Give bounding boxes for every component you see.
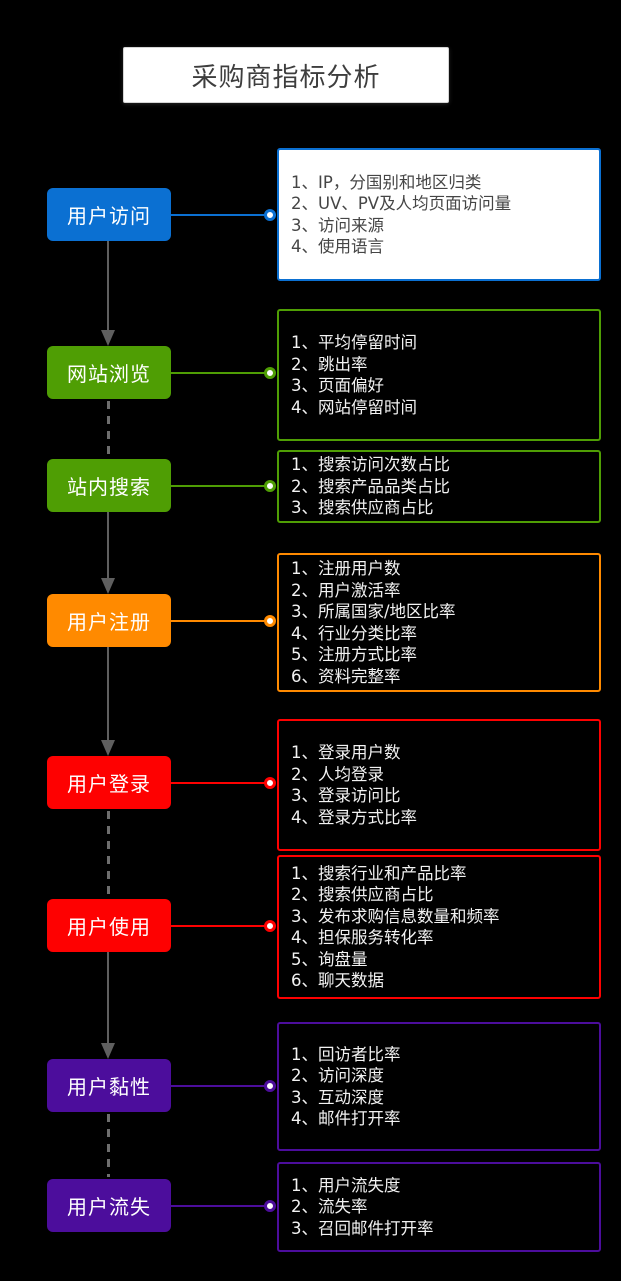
flow-line-user-visit-next (107, 241, 109, 331)
flow-node-site-search: 站内搜索 (47, 459, 171, 512)
detail-item: 3、页面偏好 (291, 376, 384, 395)
connector-user-login-to-detail (171, 781, 265, 784)
connector-dot-user-usage (264, 919, 276, 932)
arrow-down-icon (101, 578, 115, 594)
connector-dot-user-stickiness (264, 1079, 276, 1092)
detail-item: 3、搜索供应商占比 (291, 498, 434, 518)
detail-item: 1、搜索行业和产品比率 (291, 863, 467, 883)
connector-dot-site-browse (264, 366, 276, 379)
detail-item: 6、聊天数据 (291, 971, 384, 990)
flow-dashed-line-user-stickiness-next (107, 1114, 110, 1177)
connector-user-churn-to-detail (171, 1204, 265, 1207)
connector-site-browse-to-detail (171, 371, 265, 374)
flow-node-user-stickiness: 用户黏性 (47, 1059, 171, 1112)
detail-item: 1、IP，分国别和地区归类 (291, 172, 482, 192)
detail-item: 3、所属国家/地区比率 (291, 602, 456, 621)
detail-box-user-login: 1、登录用户数 2、人均登录 3、登录访问比 4、登录方式比率 (277, 719, 601, 851)
detail-item: 3、访问来源 (291, 215, 384, 235)
connector-dot-site-search (264, 479, 276, 492)
connector-dot-user-churn (264, 1199, 276, 1212)
arrow-down-icon (101, 1043, 115, 1059)
diagram-title-box: 采购商指标分析 (123, 47, 449, 103)
detail-item: 2、跳出率 (291, 354, 368, 374)
flow-node-user-register: 用户注册 (47, 594, 171, 647)
detail-item: 5、询盘量 (291, 949, 368, 969)
flow-node-user-churn: 用户流失 (47, 1179, 171, 1232)
flow-line-user-register-next (107, 647, 109, 741)
connector-dot-user-visit (264, 208, 276, 221)
connector-user-stickiness-to-detail (171, 1084, 265, 1087)
detail-item: 1、回访者比率 (291, 1044, 401, 1064)
flow-line-user-usage-next (107, 952, 109, 1044)
detail-box-site-browse: 1、平均停留时间 2、跳出率 3、页面偏好 4、网站停留时间 (277, 309, 601, 441)
flow-node-user-visit: 用户访问 (47, 188, 171, 241)
connector-user-usage-to-detail (171, 924, 265, 927)
connector-site-search-to-detail (171, 484, 265, 487)
detail-box-user-stickiness: 1、回访者比率 2、访问深度 3、互动深度 4、邮件打开率 (277, 1022, 601, 1151)
arrow-down-icon (101, 330, 115, 346)
detail-item: 4、行业分类比率 (291, 623, 417, 643)
detail-box-user-register: 1、注册用户数 2、用户激活率 3、所属国家/地区比率 4、行业分类比率 5、注册方式比… (277, 553, 601, 692)
detail-item: 2、搜索产品品类占比 (291, 476, 450, 496)
detail-item: 4、登录方式比率 (291, 807, 417, 827)
detail-item: 1、登录用户数 (291, 743, 401, 762)
detail-box-user-usage: 1、搜索行业和产品比率 2、搜索供应商占比 3、发布求购信息数量和频率 4、担保服务转… (277, 855, 601, 999)
flow-dashed-line-user-login-next (107, 811, 110, 897)
detail-item: 3、召回邮件打开率 (291, 1218, 434, 1238)
diagram-title: 采购商指标分析 (191, 62, 381, 93)
connector-user-register-to-detail (171, 619, 265, 622)
connector-dot-user-login (264, 776, 276, 789)
detail-item: 1、平均停留时间 (291, 333, 417, 352)
detail-item: 3、发布求购信息数量和频率 (291, 906, 500, 926)
detail-item: 1、注册用户数 (291, 559, 401, 578)
detail-item: 6、资料完整率 (291, 666, 401, 686)
detail-item: 2、用户激活率 (291, 580, 401, 600)
flow-node-site-browse: 网站浏览 (47, 346, 171, 399)
connector-dot-user-register (264, 614, 276, 627)
detail-item: 2、UV、PV及人均页面访问量 (291, 194, 512, 213)
detail-item: 4、担保服务转化率 (291, 928, 434, 947)
detail-item: 2、流失率 (291, 1197, 368, 1217)
detail-item: 4、网站停留时间 (291, 397, 417, 417)
detail-item: 1、用户流失度 (291, 1175, 401, 1195)
flow-line-site-search-next (107, 512, 109, 579)
detail-item: 2、访问深度 (291, 1066, 384, 1085)
detail-item: 2、搜索供应商占比 (291, 885, 434, 904)
detail-item: 1、搜索访问次数占比 (291, 455, 450, 475)
detail-item: 3、登录访问比 (291, 786, 401, 805)
detail-item: 4、使用语言 (291, 237, 384, 256)
flow-node-user-usage: 用户使用 (47, 899, 171, 952)
detail-box-user-visit: 1、IP，分国别和地区归类 2、UV、PV及人均页面访问量 3、访问来源 4、使用语言 (277, 148, 601, 281)
detail-item: 5、注册方式比率 (291, 645, 417, 664)
detail-item: 4、邮件打开率 (291, 1109, 401, 1128)
detail-item: 3、互动深度 (291, 1087, 384, 1107)
flow-node-user-login: 用户登录 (47, 756, 171, 809)
detail-item: 2、人均登录 (291, 764, 384, 784)
arrow-down-icon (101, 740, 115, 756)
flow-dashed-line-site-browse-next (107, 401, 110, 457)
connector-user-visit-to-detail (171, 213, 265, 216)
